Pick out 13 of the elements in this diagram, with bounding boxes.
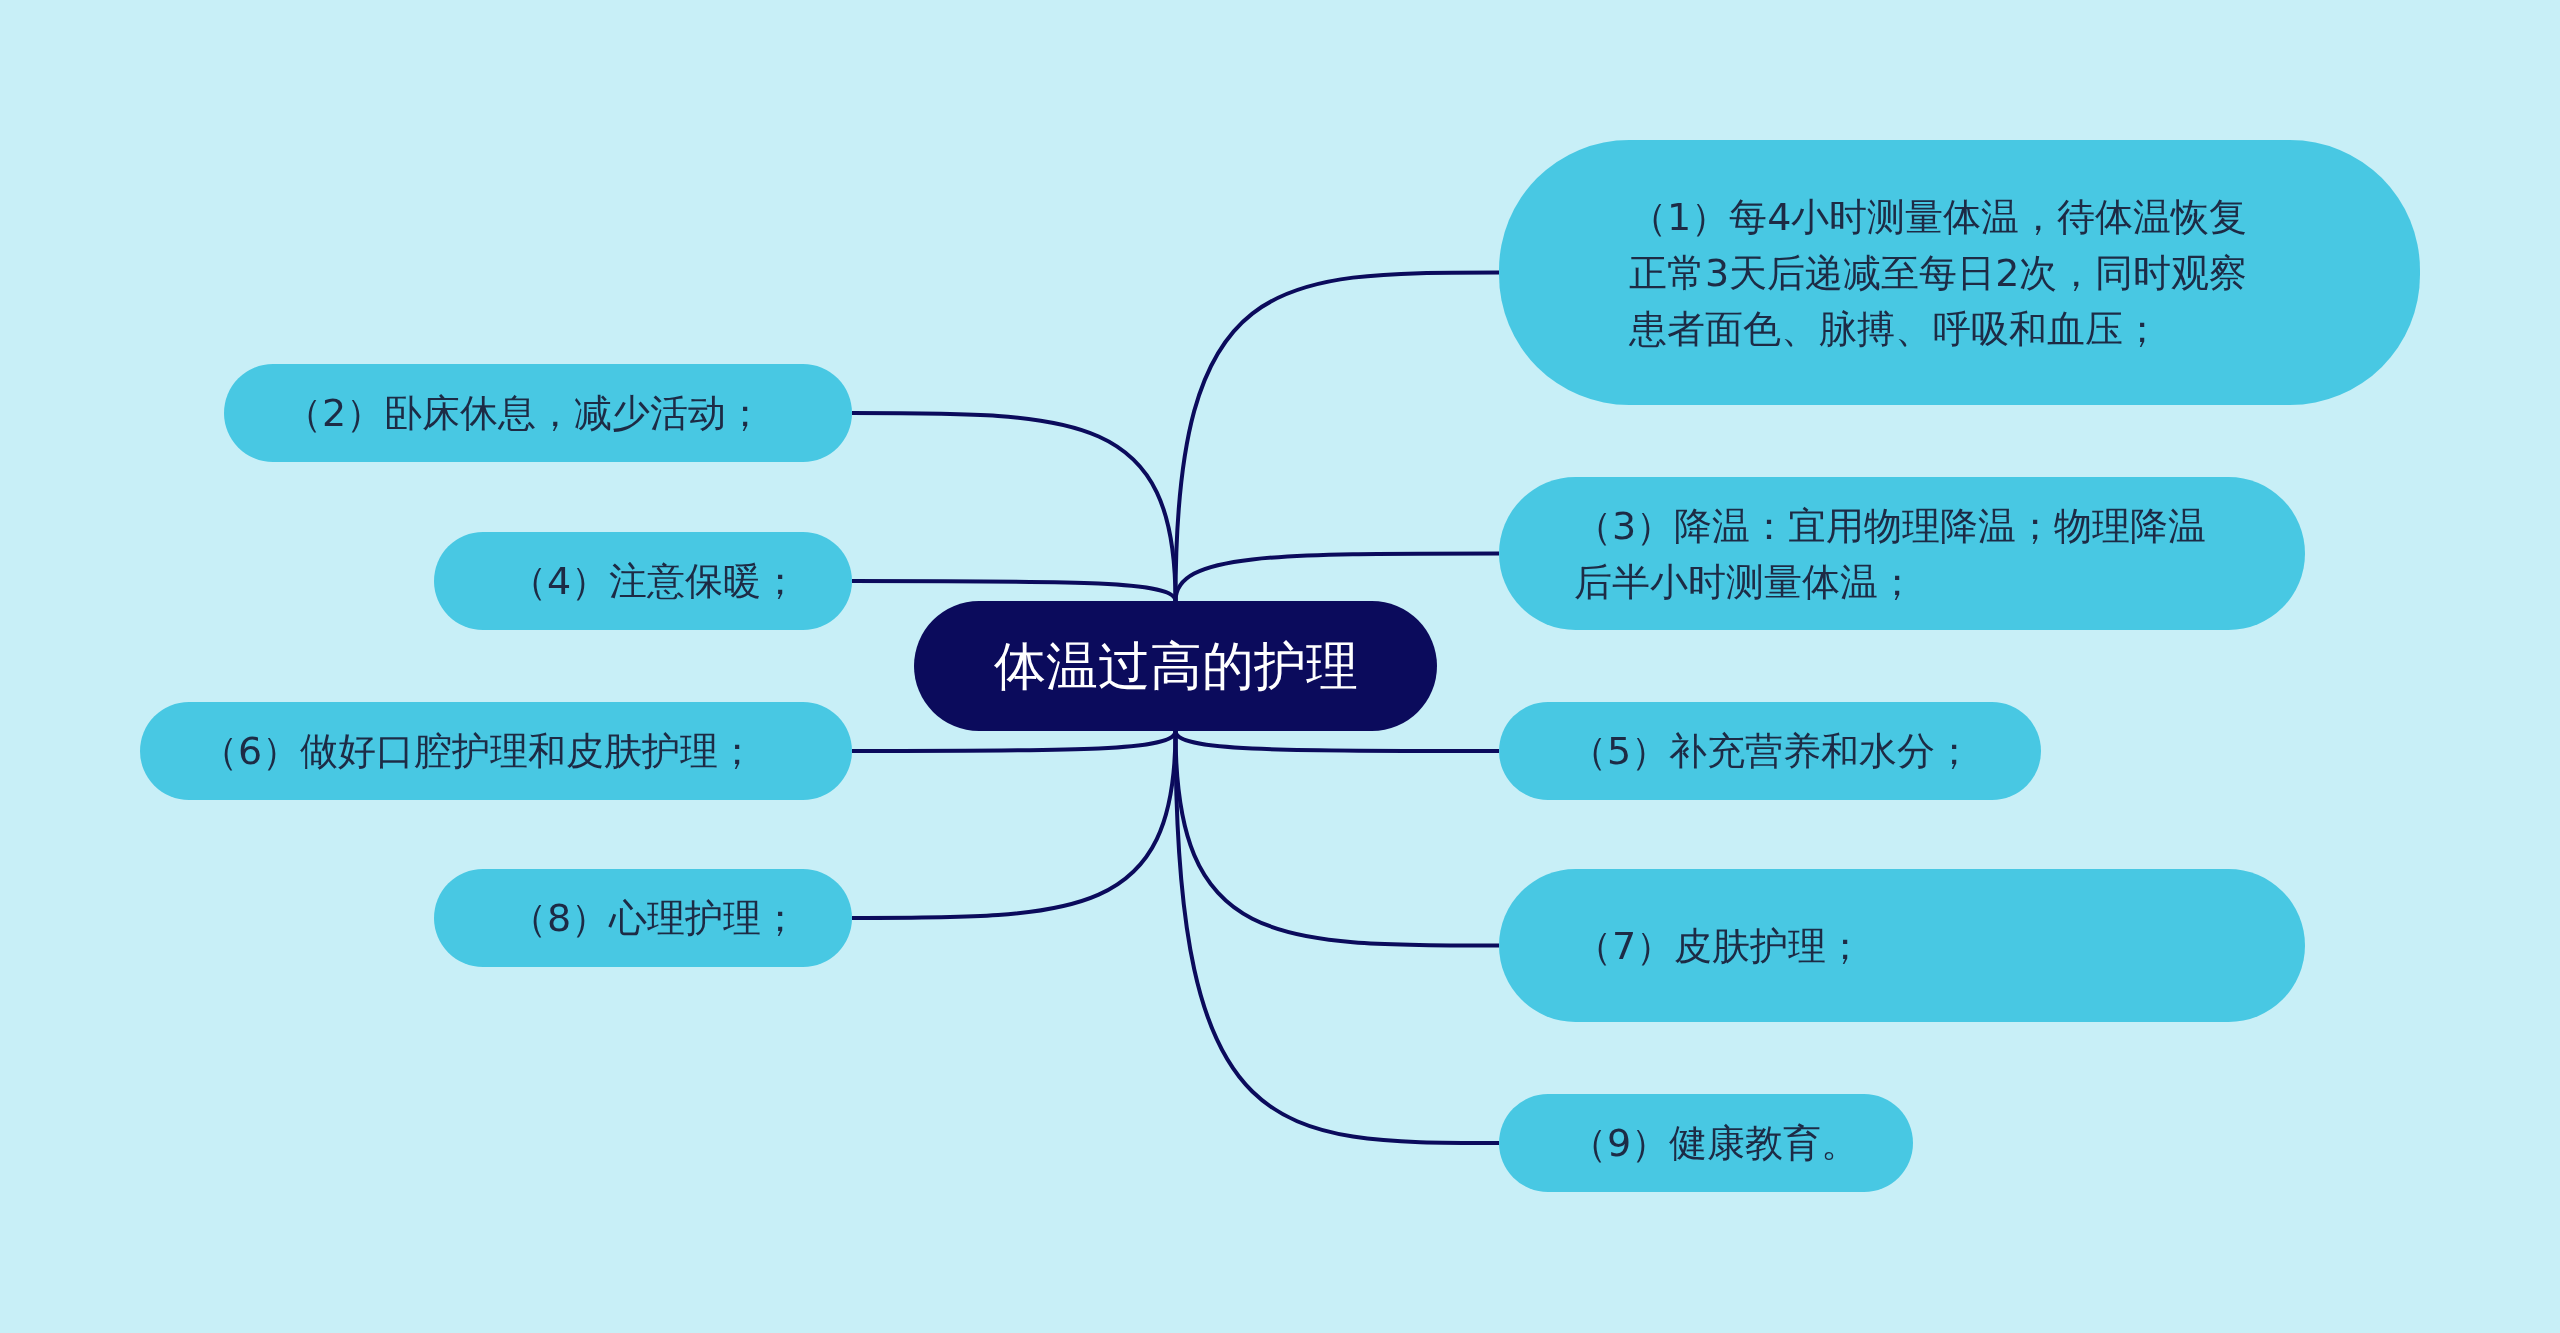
connector-line [1173, 730, 1499, 1145]
topic-box: （3）降温：宜用物理降温；物理降温后半小时测量体温； [1499, 477, 2305, 630]
topic-box: （4）注意保暖； [434, 532, 852, 630]
connector-line [1173, 551, 1499, 602]
central-topic: 体温过高的护理 [914, 601, 1437, 731]
topic-box: （8）心理护理； [434, 869, 852, 967]
topic-box: （2）卧床休息，减少活动； [224, 364, 852, 462]
connector-line [852, 579, 1178, 602]
topic-box: （9）健康教育。 [1499, 1094, 1913, 1192]
topic-box: （5）补充营养和水分； [1499, 702, 2041, 800]
topic-box: （6）做好口腔护理和皮肤护理； [140, 702, 852, 800]
topic-box: （7）皮肤护理； [1499, 869, 2305, 1022]
topic-box: （1）每4小时测量体温，待体温恢复正常3天后递减至每日2次，同时观察患者面色、脉搏、呼吸和血压； [1499, 140, 2420, 405]
